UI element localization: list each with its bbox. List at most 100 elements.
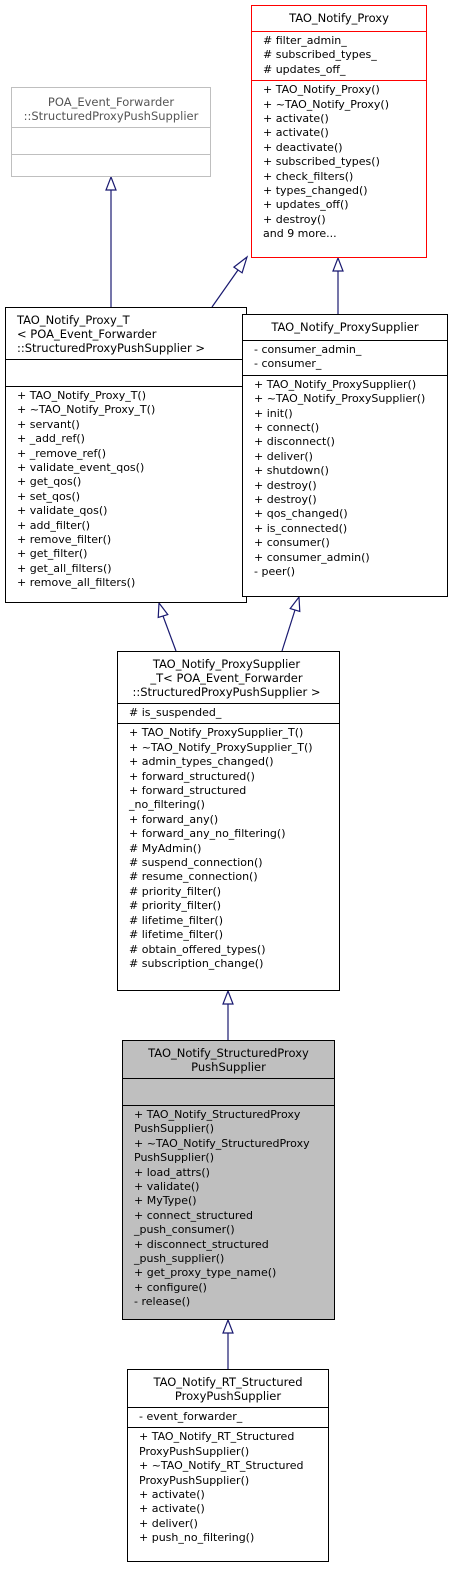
inheritance-arrowhead-rt-to-structured xyxy=(222,1318,234,1334)
member-item: + subscribed_types() xyxy=(263,155,380,169)
methods-section: + TAO_Notify_StructuredProxy PushSupplie… xyxy=(123,1105,334,1313)
member-item: + remove_all_filters() xyxy=(17,576,136,590)
member-item: + load_attrs() xyxy=(134,1165,210,1179)
member-item: - consumer_ xyxy=(254,357,322,371)
class-node-tao-notify-rt-structuredproxypushsupplier[interactable]: TAO_Notify_RT_Structured ProxyPushSuppli… xyxy=(127,1369,329,1562)
attributes-section: # filter_admin_# subscribed_types_# upda… xyxy=(252,31,426,80)
member-item: - peer() xyxy=(254,565,296,579)
member-item: + consumer_admin() xyxy=(254,550,370,564)
member-item: + ~TAO_Notify_Proxy() xyxy=(263,97,390,111)
member-item: + validate_event_qos() xyxy=(17,461,145,475)
member-item: + destroy() xyxy=(254,493,317,507)
member-item: + deactivate() xyxy=(263,140,343,154)
member-item: + ~TAO_Notify_StructuredProxy PushSuppli… xyxy=(134,1136,310,1165)
member-item: + forward_structured _no_filtering() xyxy=(129,784,247,812)
member-item: + shutdown() xyxy=(254,464,329,478)
member-item: + validate() xyxy=(134,1180,200,1194)
member-item: # subscription_change() xyxy=(129,956,264,970)
member-item: # updates_off_ xyxy=(263,62,346,76)
member-item: # suspend_connection() xyxy=(129,856,263,870)
member-item: + ~TAO_Notify_RT_Structured ProxyPushSup… xyxy=(139,1459,304,1487)
class-node-tao-notify-proxysupplier[interactable]: TAO_Notify_ProxySupplier - consumer_admi… xyxy=(242,314,448,597)
member-item: + TAO_Notify_Proxy_T() xyxy=(17,389,147,402)
member-item: and 9 more... xyxy=(263,227,337,241)
member-item: + disconnect_structured _push_supplier() xyxy=(134,1237,269,1266)
class-node-poa-event-forwarder[interactable]: POA_Event_Forwarder ::StructuredProxyPus… xyxy=(11,87,211,177)
member-item: + validate_qos() xyxy=(17,504,108,518)
member-item: # lifetime_filter() xyxy=(129,928,223,942)
member-item: + push_no_filtering() xyxy=(139,1531,255,1545)
class-title: TAO_Notify_ProxySupplier _T< POA_Event_F… xyxy=(132,657,321,699)
inheritance-line-proxysupplier_t-to-proxy_t xyxy=(162,615,177,652)
attributes-section xyxy=(6,359,246,386)
class-title: POA_Event_Forwarder ::StructuredProxyPus… xyxy=(23,95,199,123)
inheritance-arrowhead-proxysupplier_t-to-proxy_t xyxy=(157,601,169,619)
member-item: # subscribed_types_ xyxy=(263,48,377,62)
member-item: # resume_connection() xyxy=(129,870,258,884)
member-item: # MyAdmin() xyxy=(129,841,202,855)
methods-section: + TAO_Notify_Proxy()+ ~TAO_Notify_Proxy(… xyxy=(252,80,426,244)
member-item: + add_filter() xyxy=(17,518,91,532)
methods-section: + TAO_Notify_RT_Structured ProxyPushSupp… xyxy=(128,1427,328,1548)
member-item: + activate() xyxy=(263,112,329,126)
member-item: + disconnect() xyxy=(254,435,335,449)
member-item: + TAO_Notify_ProxySupplier() xyxy=(254,377,417,391)
inheritance-arrowhead-structured-to-proxysupplier_t xyxy=(222,989,234,1005)
member-item: + _remove_ref() xyxy=(17,446,106,460)
member-item: + activate() xyxy=(139,1502,205,1516)
class-node-tao-notify-structuredproxypushsupplier[interactable]: TAO_Notify_StructuredProxy PushSupplier … xyxy=(122,1040,335,1320)
member-item: + consumer() xyxy=(254,536,330,550)
member-item: + TAO_Notify_StructuredProxy PushSupplie… xyxy=(134,1108,301,1136)
member-item: + ~TAO_Notify_Proxy_T() xyxy=(17,403,156,417)
member-item: - event_forwarder_ xyxy=(139,1410,243,1423)
member-item: + ~TAO_Notify_ProxySupplier() xyxy=(254,392,426,406)
member-item: + admin_types_changed() xyxy=(129,755,274,769)
member-item: + init() xyxy=(254,406,293,420)
member-item: + check_filters() xyxy=(263,169,354,183)
inheritance-arrowhead-proxysupplier-to-proxy xyxy=(332,256,344,272)
methods-section: + TAO_Notify_Proxy_T()+ ~TAO_Notify_Prox… xyxy=(6,386,246,594)
member-item: # is_suspended_ xyxy=(129,706,222,719)
methods-section xyxy=(12,154,210,174)
member-item: # lifetime_filter() xyxy=(129,913,223,927)
member-item: + forward_any_no_filtering() xyxy=(129,827,286,841)
member-item: + updates_off() xyxy=(263,198,349,212)
attributes-section: - event_forwarder_ xyxy=(128,1407,328,1427)
member-item: + activate() xyxy=(263,126,329,140)
member-item: + _add_ref() xyxy=(17,432,85,446)
member-item: + ~TAO_Notify_ProxySupplier_T() xyxy=(129,740,313,754)
member-item: # obtain_offered_types() xyxy=(129,942,266,956)
member-item: + TAO_Notify_Proxy() xyxy=(263,83,380,97)
member-item: + MyType() xyxy=(134,1194,197,1208)
member-item: # priority_filter() xyxy=(129,884,222,898)
member-item: + qos_changed() xyxy=(254,507,348,521)
member-item: + get_qos() xyxy=(17,475,82,489)
attributes-section: - consumer_admin_- consumer_ xyxy=(243,340,447,375)
inheritance-line-proxysupplier_t-to-proxysupplier xyxy=(281,609,296,652)
member-item: + get_all_filters() xyxy=(17,561,112,575)
class-title: TAO_Notify_Proxy xyxy=(289,11,389,25)
class-title: TAO_Notify_RT_Structured ProxyPushSuppli… xyxy=(153,1375,303,1403)
member-item: # filter_admin_ xyxy=(263,34,347,47)
member-item: + TAO_Notify_ProxySupplier_T() xyxy=(129,726,304,740)
member-item: + connect_structured _push_consumer() xyxy=(134,1208,253,1237)
member-item: - release() xyxy=(134,1295,191,1309)
class-title: TAO_Notify_ProxySupplier xyxy=(271,320,419,334)
member-item: + types_changed() xyxy=(263,184,368,198)
member-item: + is_connected() xyxy=(254,521,348,535)
member-item: - consumer_admin_ xyxy=(254,343,362,356)
member-item: + set_qos() xyxy=(17,489,81,503)
methods-section: + TAO_Notify_ProxySupplier()+ ~TAO_Notif… xyxy=(243,374,447,583)
inheritance-arrowhead-proxy_t-to-proxy xyxy=(232,255,249,274)
class-node-tao-notify-proxy[interactable]: TAO_Notify_Proxy # filter_admin_# subscr… xyxy=(251,5,427,258)
inheritance-arrowhead-proxy_t-to-poa xyxy=(105,175,117,191)
attributes-section: # is_suspended_ xyxy=(118,703,339,723)
member-item: # priority_filter() xyxy=(129,899,222,913)
member-item: + servant() xyxy=(17,417,80,431)
member-item: + destroy() xyxy=(263,212,326,226)
class-node-tao-notify-proxysupplier-t[interactable]: TAO_Notify_ProxySupplier _T< POA_Event_F… xyxy=(117,651,340,991)
attributes-section xyxy=(12,127,210,154)
class-node-tao-notify-proxy-t[interactable]: TAO_Notify_Proxy_T < POA_Event_Forwarder… xyxy=(5,307,247,603)
